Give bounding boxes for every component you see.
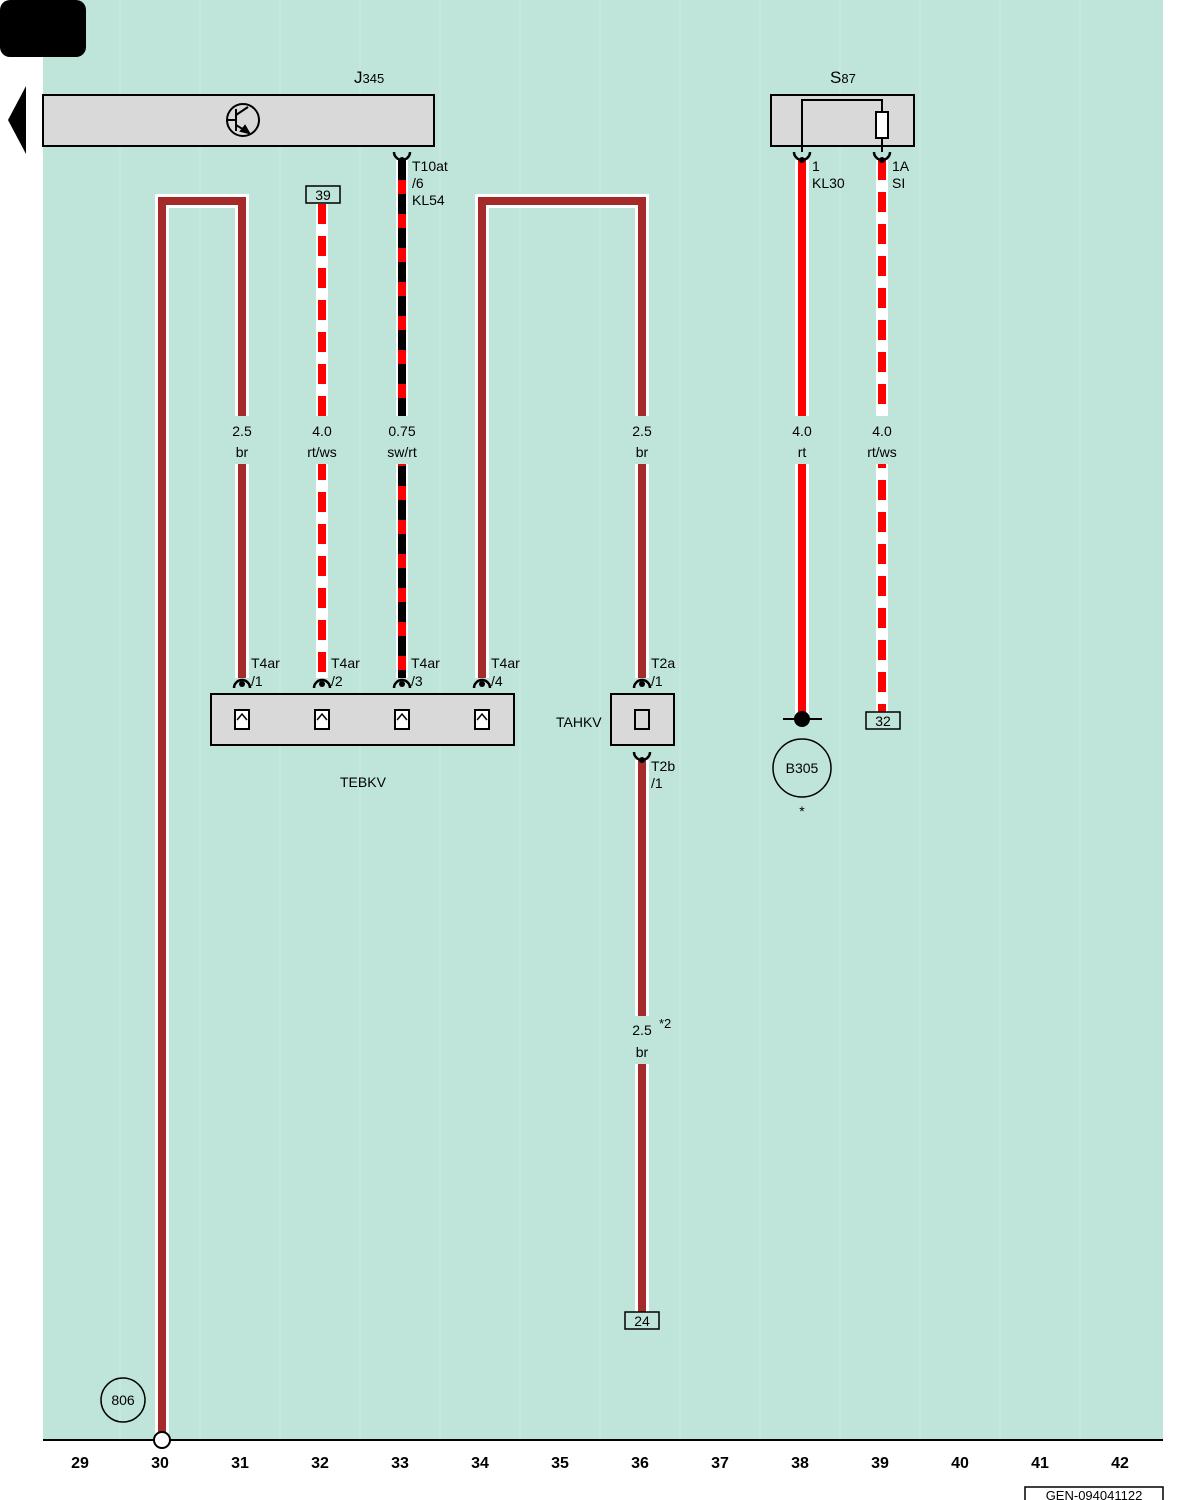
current-path-number: 37 bbox=[711, 1455, 729, 1472]
tahkv-label: TAHKV bbox=[556, 714, 602, 730]
current-path-number: 33 bbox=[391, 1455, 409, 1472]
current-path-number: 39 bbox=[871, 1455, 889, 1472]
terminal-label: 1 bbox=[812, 158, 820, 174]
reference-box-39[interactable]: 39 bbox=[305, 185, 341, 204]
terminal-label: /3 bbox=[411, 673, 423, 689]
footer-code: GEN-094041122 bbox=[1046, 1488, 1143, 1500]
terminal-label: /1 bbox=[651, 673, 663, 689]
j345-box bbox=[42, 94, 435, 147]
terminal-label: SI bbox=[892, 175, 905, 191]
terminal-label: 1A bbox=[892, 158, 910, 174]
j345-label: J345 bbox=[354, 68, 384, 87]
terminal-label: T2b bbox=[651, 758, 675, 774]
terminal-label: T4ar bbox=[331, 655, 360, 671]
terminal-label: T4ar bbox=[491, 655, 520, 671]
ground-point-icon bbox=[794, 711, 810, 727]
svg-text:39: 39 bbox=[315, 187, 331, 203]
page-tab[interactable] bbox=[0, 0, 86, 57]
back-arrow-icon[interactable] bbox=[8, 86, 26, 154]
b305-circle bbox=[772, 738, 832, 798]
current-path-number: 31 bbox=[231, 1455, 249, 1472]
terminal-label: /2 bbox=[331, 673, 343, 689]
current-path-number: 36 bbox=[631, 1455, 649, 1472]
terminal-label: KL30 bbox=[812, 175, 845, 191]
current-path-number: 29 bbox=[71, 1455, 89, 1472]
wire-color-label: br bbox=[236, 444, 249, 460]
wire-color-label: rt/ws bbox=[867, 444, 897, 460]
tebkv-box bbox=[210, 693, 515, 746]
wire-size-label: 2.5 bbox=[232, 423, 252, 439]
terminal-label: T2a bbox=[651, 655, 675, 671]
s87-internal-link bbox=[801, 99, 883, 152]
wire-size-label: 2.5 bbox=[632, 423, 652, 439]
terminal-label: /1 bbox=[651, 775, 663, 791]
terminal-label: KL54 bbox=[412, 192, 445, 208]
transistor-icon bbox=[226, 103, 260, 137]
current-path-number: 41 bbox=[1031, 1455, 1049, 1472]
terminal-label: /6 bbox=[412, 175, 424, 191]
footer-code-box bbox=[1024, 1486, 1164, 1500]
wire-size-label: 0.75 bbox=[388, 423, 415, 439]
wire-footnote: *2 bbox=[659, 1016, 671, 1031]
tahkv-box bbox=[610, 693, 675, 746]
ground-806-label: 806 bbox=[111, 1392, 135, 1408]
wire-color-label: rt bbox=[798, 444, 807, 460]
terminal-label: /4 bbox=[491, 673, 503, 689]
fuse-icon bbox=[875, 111, 889, 139]
s87-label: S87 bbox=[830, 68, 856, 87]
current-path-number: 32 bbox=[311, 1455, 329, 1472]
ground-junction-icon bbox=[153, 1431, 171, 1449]
terminal-label: T4ar bbox=[251, 655, 280, 671]
current-path-number: 30 bbox=[151, 1455, 169, 1472]
s87-box bbox=[770, 94, 915, 147]
current-path-number: 40 bbox=[951, 1455, 969, 1472]
wire-color-label: br bbox=[636, 1044, 649, 1060]
current-path-number: 42 bbox=[1111, 1455, 1129, 1472]
terminal-label: T4ar bbox=[411, 655, 440, 671]
svg-text:32: 32 bbox=[875, 713, 891, 729]
terminal-label: T10at bbox=[412, 158, 448, 174]
current-path-number: 35 bbox=[551, 1455, 569, 1472]
wire-size-label: 2.5 bbox=[632, 1022, 652, 1038]
wire-size-label: 4.0 bbox=[792, 423, 812, 439]
wire-color-label: sw/rt bbox=[387, 444, 417, 460]
wire-color-label: rt/ws bbox=[307, 444, 337, 460]
b305-label: B305 bbox=[786, 760, 819, 776]
reference-box-32[interactable]: 32 bbox=[865, 711, 901, 730]
wire-color-label: br bbox=[636, 444, 649, 460]
tebkv-label: TEBKV bbox=[340, 774, 387, 790]
ground-806-circle bbox=[100, 1377, 146, 1423]
b305-footnote: * bbox=[799, 803, 805, 819]
wire-size-label: 4.0 bbox=[872, 423, 892, 439]
terminal-label: /1 bbox=[251, 673, 263, 689]
wire-size-label: 4.0 bbox=[312, 423, 332, 439]
current-path-number: 34 bbox=[471, 1455, 489, 1472]
svg-text:24: 24 bbox=[634, 1313, 650, 1329]
current-path-number: 38 bbox=[791, 1455, 809, 1472]
reference-box-24[interactable]: 24 bbox=[624, 1311, 660, 1330]
